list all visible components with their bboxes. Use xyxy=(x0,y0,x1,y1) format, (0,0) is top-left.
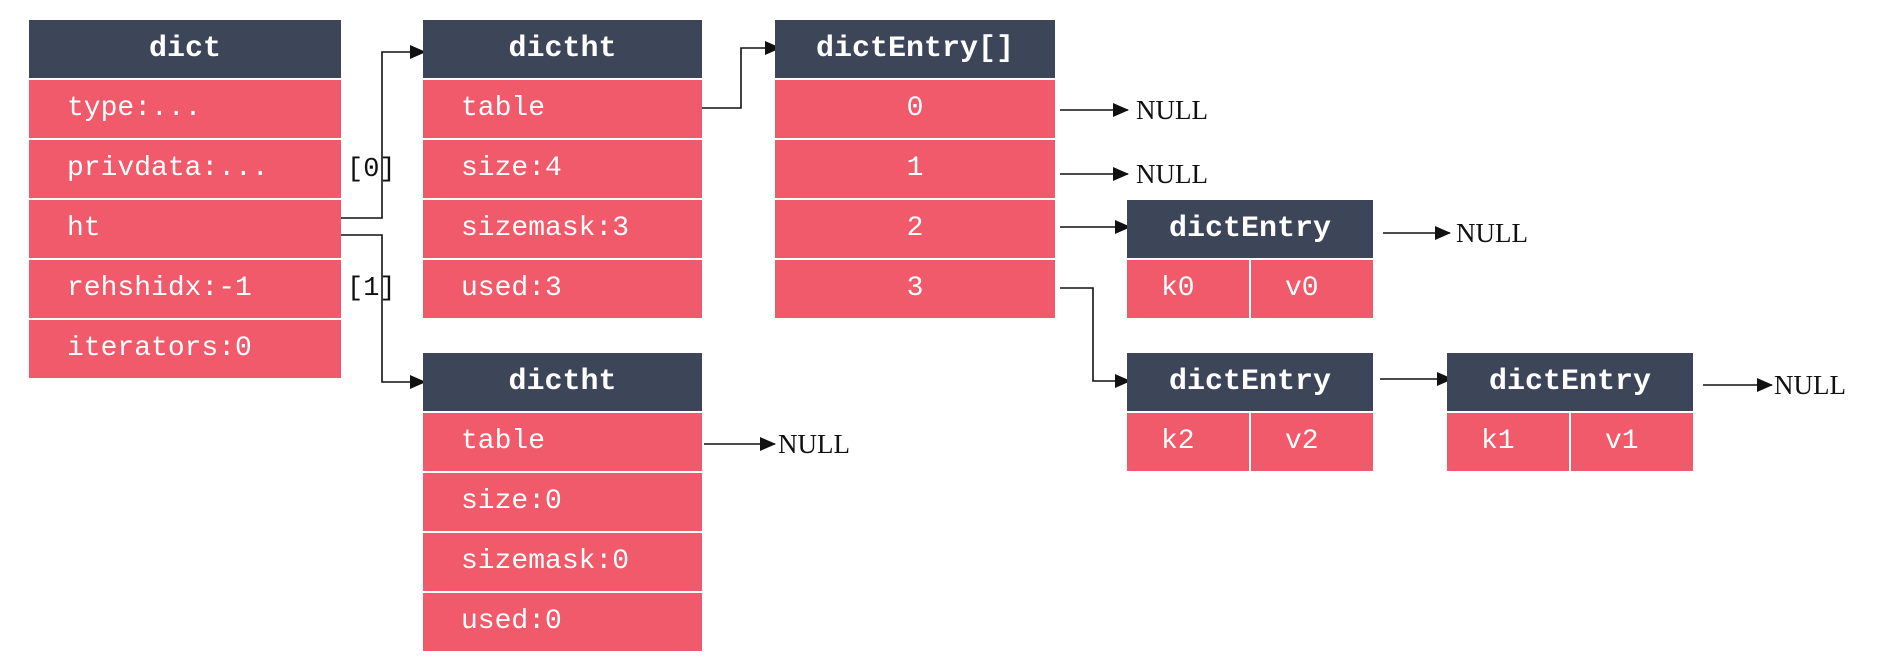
dictentry-array-header: dictEntry[] xyxy=(775,20,1055,78)
dictentry-k0-key: k0 xyxy=(1127,260,1249,318)
dict-struct: dict type:... privdata:... ht rehshidx:-… xyxy=(29,20,341,378)
dictht-1-sizemask-field: sizemask:0 xyxy=(423,533,702,591)
dictentry-k1-header: dictEntry xyxy=(1447,353,1693,411)
dictht-0: dictht table size:4 sizemask:3 used:3 xyxy=(423,20,702,318)
dictht-1-header: dictht xyxy=(423,353,702,411)
dictentry-k1-value: v1 xyxy=(1571,413,1693,471)
arrow-ht-to-dictht0 xyxy=(341,45,426,219)
array-index-0: 0 xyxy=(775,80,1055,138)
dictht-1-size-field: size:0 xyxy=(423,473,702,531)
dictentry-k0-value: v0 xyxy=(1251,260,1373,318)
arrow-index3-entry xyxy=(1060,287,1131,388)
dictentry-k0-header: dictEntry xyxy=(1127,200,1373,258)
dictht-0-size-field: size:4 xyxy=(423,140,702,198)
dictentry-k1-key: k1 xyxy=(1447,413,1569,471)
arrow-ht-to-dictht1 xyxy=(341,234,426,389)
dict-privdata-field: privdata:... xyxy=(29,140,341,198)
dictentry-k2-value: v2 xyxy=(1251,413,1373,471)
ht-index-1-label: [1] xyxy=(347,274,396,304)
arrow-table-to-array xyxy=(702,41,781,109)
null-label-entry-k1: NULL xyxy=(1774,370,1846,400)
dict-header: dict xyxy=(29,20,341,78)
dictht-0-header: dictht xyxy=(423,20,702,78)
dictht-1: dictht table size:0 sizemask:0 used:0 xyxy=(423,353,702,651)
null-label-dictht1-table: NULL xyxy=(778,429,850,459)
null-label-index1: NULL xyxy=(1136,159,1208,189)
ht-index-0-label: [0] xyxy=(347,155,396,185)
dictht-0-table-field: table xyxy=(423,80,702,138)
array-index-3: 3 xyxy=(775,260,1055,318)
dict-type-field: type:... xyxy=(29,80,341,138)
null-label-index0: NULL xyxy=(1136,95,1208,125)
dict-ht-field: ht xyxy=(29,200,341,258)
array-index-2: 2 xyxy=(775,200,1055,258)
dictentry-k1: dictEntry k1 v1 xyxy=(1447,353,1693,471)
dictht-1-used-field: used:0 xyxy=(423,593,702,651)
dictht-0-sizemask-field: sizemask:3 xyxy=(423,200,702,258)
dictentry-k2-key: k2 xyxy=(1127,413,1249,471)
dictht-1-table-field: table xyxy=(423,413,702,471)
null-label-entry-k0: NULL xyxy=(1456,218,1528,248)
array-index-1: 1 xyxy=(775,140,1055,198)
dict-iterators-field: iterators:0 xyxy=(29,320,341,378)
dictht-0-used-field: used:3 xyxy=(423,260,702,318)
dictentry-k0: dictEntry k0 v0 xyxy=(1127,200,1373,318)
dictentry-array: dictEntry[] 0 1 2 3 xyxy=(775,20,1055,318)
dictentry-k2: dictEntry k2 v2 xyxy=(1127,353,1373,471)
dictentry-k2-header: dictEntry xyxy=(1127,353,1373,411)
dict-rehashidx-field: rehshidx:-1 xyxy=(29,260,341,318)
